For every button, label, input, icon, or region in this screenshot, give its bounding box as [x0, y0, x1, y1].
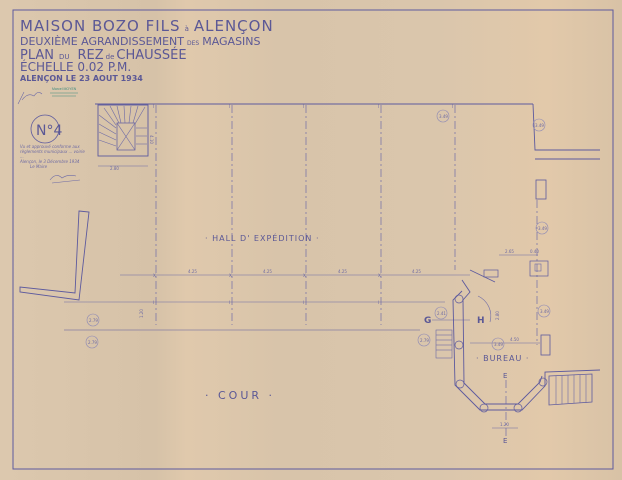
svg-text:1.20: 1.20 — [500, 422, 509, 427]
architect-stamp: Marcel MOYEN — [52, 87, 77, 91]
bay-dimension: 4.25 — [412, 269, 421, 274]
svg-text:...: ... — [20, 154, 24, 159]
svg-text:2.65: 2.65 — [505, 249, 514, 254]
section-mark-g: G — [424, 316, 431, 326]
small-stair — [435, 329, 453, 359]
svg-text:2.79: 2.79 — [420, 338, 429, 343]
svg-text:I: I — [378, 104, 379, 109]
svg-text:0.40: 0.40 — [530, 249, 539, 254]
svg-text:2.79: 2.79 — [89, 318, 98, 323]
svg-text:ALENÇON LE 23 AOUT 1934: ALENÇON LE 23 AOUT 1934 — [20, 74, 143, 83]
exterior-stair — [548, 373, 593, 406]
svg-text:X: X — [229, 273, 232, 278]
room-label-cour: · COUR · — [205, 389, 275, 402]
svg-text:X: X — [378, 273, 381, 278]
svg-text:I: I — [303, 300, 304, 305]
svg-text:I: I — [452, 104, 453, 109]
bay-dimension: 4.25 — [263, 269, 272, 274]
svg-text:1.20: 1.20 — [139, 309, 144, 318]
section-mark-e-bottom: E — [503, 437, 507, 445]
section-mark-e-top: E — [503, 372, 507, 380]
svg-text:Vu et approuvé conforme aux: Vu et approuvé conforme aux — [20, 144, 80, 149]
svg-text:3.49: 3.49 — [538, 226, 547, 231]
sheet-number: N°4 — [36, 123, 62, 139]
column-grid: I I I I I X X X X I I I I — [64, 104, 538, 345]
svg-text:I: I — [153, 300, 154, 305]
svg-text:I: I — [229, 104, 230, 109]
section-mark-h: H — [477, 316, 485, 326]
bureau-walls: 1.20 — [452, 269, 601, 429]
svg-text:3.49: 3.49 — [535, 123, 544, 128]
svg-text:4.50: 4.50 — [510, 337, 519, 342]
svg-text:2.79: 2.79 — [88, 340, 97, 345]
pillar — [535, 179, 547, 200]
approval-annotation: Vu et approuvé conforme aux règlements m… — [19, 144, 85, 184]
svg-text:I: I — [229, 300, 230, 305]
room-label-bureau: · BUREAU · — [476, 354, 529, 363]
svg-text:2.80: 2.80 — [110, 166, 119, 171]
svg-text:2.80: 2.80 — [495, 311, 500, 320]
svg-text:ÉCHELLE 0.02 P.M.: ÉCHELLE 0.02 P.M. — [20, 59, 131, 74]
pillar — [540, 334, 551, 356]
svg-text:X: X — [303, 273, 306, 278]
angled-wall — [19, 210, 90, 301]
staircase: 2.80 4.10 — [97, 104, 154, 171]
svg-text:Le Maire: Le Maire — [30, 164, 48, 169]
svg-text:3.49: 3.49 — [439, 114, 448, 119]
svg-text:I: I — [378, 300, 379, 305]
svg-text:I: I — [303, 104, 304, 109]
bay-dimension: 4.25 — [188, 269, 197, 274]
sheet-number-circle — [30, 114, 60, 144]
chimney-box — [529, 260, 549, 277]
bay-dimension: 4.25 — [338, 269, 347, 274]
svg-text:4.10: 4.10 — [149, 135, 154, 144]
level-markers: 3.49 3.49 3.49 3.49 2.79 2.79 2.41 2.79 … — [85, 109, 551, 351]
svg-text:2.41: 2.41 — [437, 311, 446, 316]
svg-text:3.49: 3.49 — [494, 342, 503, 347]
svg-text:Alençon, le 3 Décembre 1934: Alençon, le 3 Décembre 1934 — [19, 159, 80, 164]
svg-text:règlements municipaux ... voir: règlements municipaux ... voirie — [20, 149, 85, 154]
room-label-hall: · HALL D' EXPÉDITION · — [205, 232, 319, 243]
svg-text:X: X — [153, 273, 156, 278]
signature-mark — [17, 91, 43, 105]
sheet-border — [12, 9, 614, 470]
svg-text:3.49: 3.49 — [540, 309, 549, 314]
svg-text:I: I — [153, 104, 154, 109]
